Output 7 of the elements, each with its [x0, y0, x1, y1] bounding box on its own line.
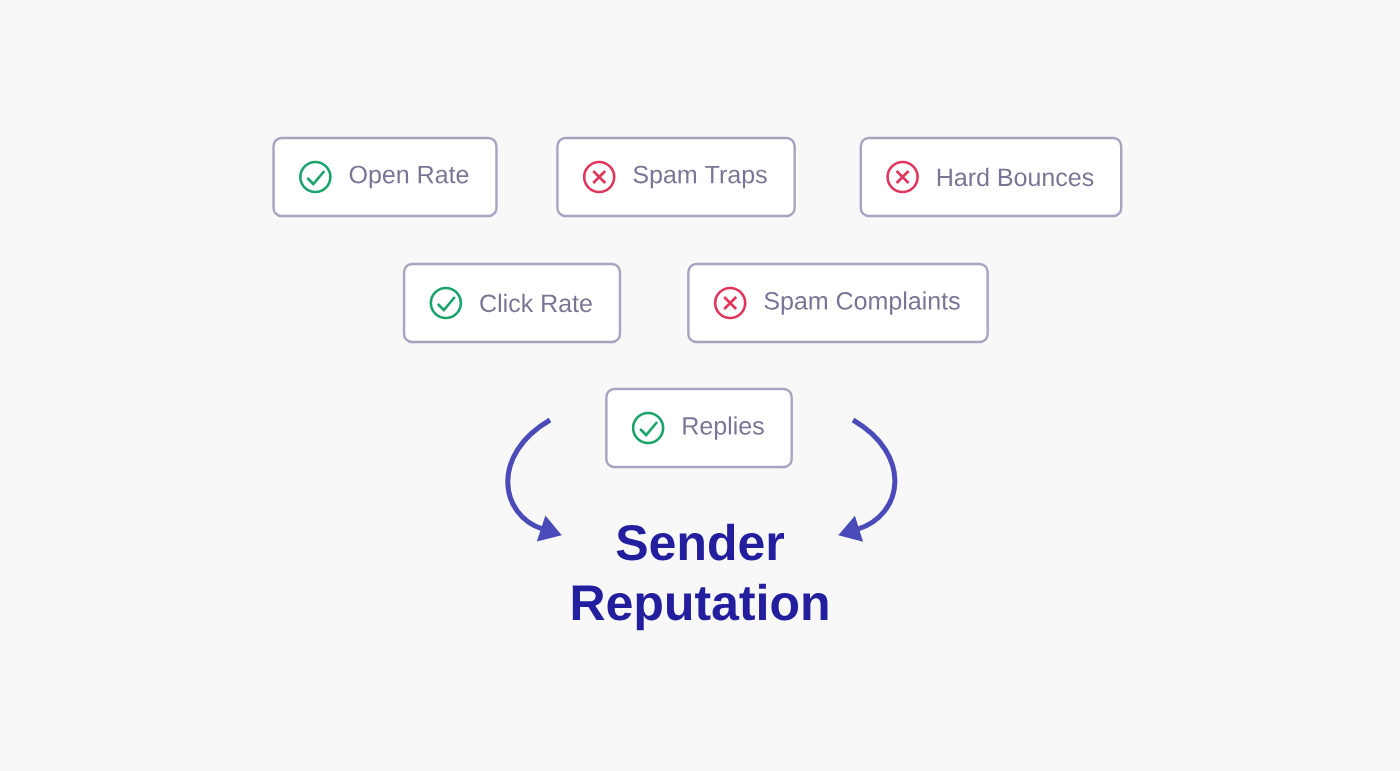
metric-box: Click Rate	[402, 262, 622, 344]
metric-box: Open Rate	[272, 136, 498, 218]
metric-box: Spam Traps	[556, 136, 796, 218]
metric-box: Replies	[605, 387, 793, 469]
metric-box: Hard Bounces	[859, 136, 1123, 218]
title-text: Sender Reputation	[572, 523, 828, 631]
metric-box: Spam Complaints	[687, 262, 989, 344]
